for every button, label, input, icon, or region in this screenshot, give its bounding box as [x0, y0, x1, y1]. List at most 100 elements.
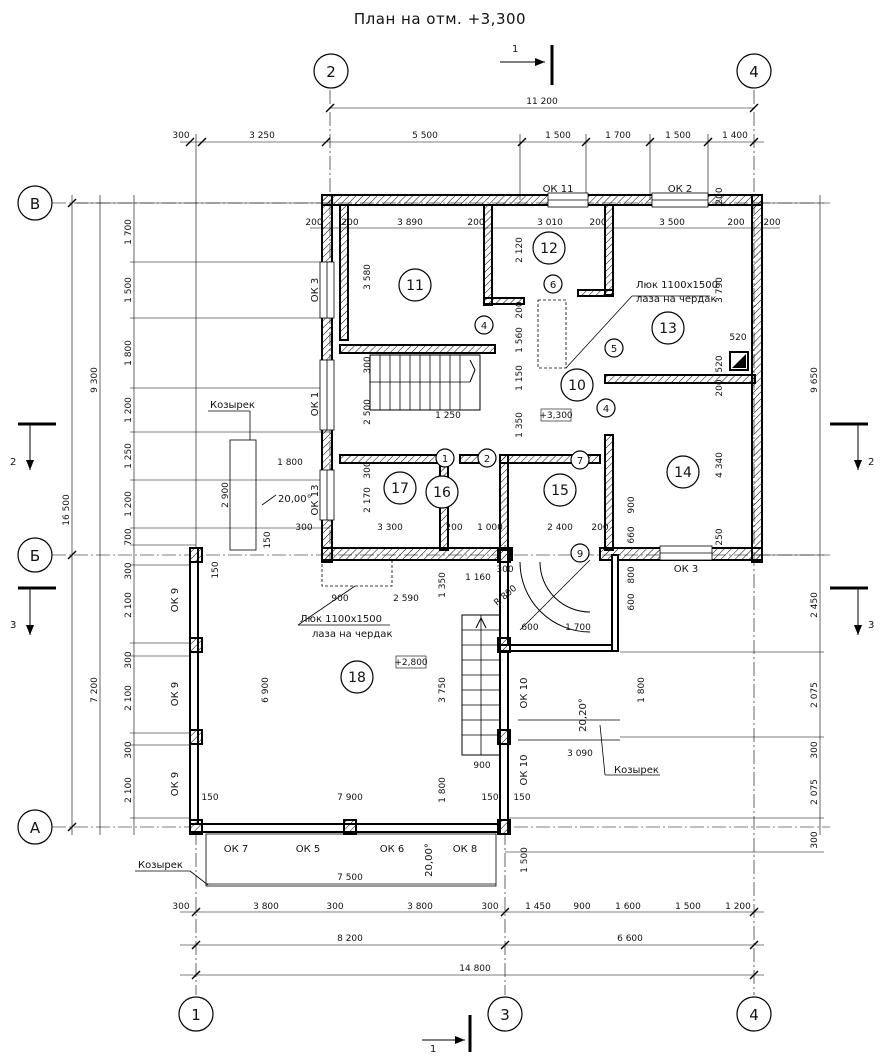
dim-150-e: 150	[513, 793, 530, 803]
drawing-title: План на отм. +3,300	[354, 10, 526, 28]
window-ok9a: ОК 9	[170, 588, 181, 613]
axis-label-b: Б	[30, 547, 40, 565]
dim-1500-canopy: 1 500	[520, 847, 530, 873]
room-labels: 11 12 13 10 14 15 16 17 18	[340, 231, 700, 694]
spiral-stair	[519, 559, 591, 633]
dim-1250: 1 250	[435, 411, 461, 421]
dim-3580: 3 580	[363, 264, 373, 290]
section-2-right-marker: 2	[830, 422, 874, 470]
dim-600-a: 600	[521, 623, 538, 633]
dim-inner-200c: 200	[467, 218, 484, 228]
dim-200-b: 200	[715, 187, 725, 204]
dim-left-1700: 1 700	[124, 219, 134, 245]
dim-left-16500: 16 500	[62, 494, 72, 526]
dim-bot-1500: 1 500	[675, 902, 701, 912]
window-ok9c: ОК 9	[170, 772, 181, 797]
dim-bot-300c: 300	[481, 902, 498, 912]
dim-bot-8200: 8 200	[337, 934, 363, 944]
dim-inner-3890: 3 890	[397, 218, 423, 228]
dim-top-1500a: 1 500	[545, 131, 571, 141]
dim-bot-900: 900	[573, 902, 590, 912]
window-ok3-bottom: ОК 3	[674, 564, 699, 575]
dim-inner-200b: 200	[341, 218, 358, 228]
dim-top-1400: 1 400	[722, 131, 748, 141]
window-ok13: ОК 13	[310, 485, 321, 516]
dim-150-d: 150	[481, 793, 498, 803]
axis-label-v: В	[30, 195, 40, 213]
dim-left-1500: 1 500	[124, 277, 134, 303]
section-3-left-marker: 3	[10, 586, 56, 635]
dim-2170: 2 170	[363, 487, 373, 513]
dim-left-300c: 300	[124, 741, 134, 758]
angle-label-2: 20,20°	[578, 698, 589, 732]
dim-right-300a: 300	[810, 741, 820, 758]
dim-inner-200f: 200	[763, 218, 780, 228]
hatch-label-2-line2: лаза на чердак	[312, 629, 392, 640]
dim-2120: 2 120	[515, 237, 525, 263]
dim-900-right: 900	[627, 496, 637, 513]
hatch-outline-upper	[321, 299, 567, 587]
room-15: 15	[551, 483, 569, 499]
door-9: 9	[577, 549, 583, 560]
dim-top-5500: 5 500	[412, 131, 438, 141]
window-ok5: ОК 5	[296, 844, 321, 855]
dim-1700-stair: 1 700	[565, 623, 591, 633]
dim-bot-300a: 300	[172, 902, 189, 912]
door-1: 1	[442, 454, 448, 465]
dim-left-9300: 9 300	[90, 367, 100, 393]
dim-3090: 3 090	[567, 749, 593, 759]
dim-1560: 1 560	[515, 327, 525, 353]
dim-left-1250: 1 250	[124, 443, 134, 469]
dim-250-right: 250	[715, 528, 725, 545]
dim-right-2075b: 2 075	[810, 779, 820, 805]
axis-marker-3-bottom: 3	[487, 996, 523, 1032]
dim-right-9650: 9 650	[810, 367, 820, 393]
dim-4340: 4 340	[715, 452, 725, 478]
section-2-left-marker: 2	[10, 422, 56, 470]
dim-300-col: 300	[295, 523, 312, 533]
window-ok3-left: ОК 3	[310, 278, 321, 303]
door-4b: 4	[603, 404, 609, 415]
section-2-left-label: 2	[10, 457, 16, 468]
axis-marker-a-left: А	[17, 809, 53, 845]
windows	[319, 192, 713, 561]
section-3-left-label: 3	[10, 620, 16, 631]
section-2-right-label: 2	[868, 457, 874, 468]
dim-2900: 2 900	[221, 482, 231, 508]
canopy-label-3: Козырек	[138, 860, 183, 871]
canopy-label-1: Козырек	[210, 400, 255, 411]
dimensions-top: 11 200 300 3 250 5 500 1 500 1 700 1 500…	[172, 97, 764, 545]
dim-2590: 2 590	[393, 594, 419, 604]
section-1-bottom-marker: 1	[422, 1015, 472, 1055]
dim-inner-200a: 200	[305, 218, 322, 228]
dim-1800-right: 1 800	[637, 677, 647, 703]
window-ok1: ОК 1	[310, 392, 321, 417]
dim-200-a: 200	[515, 301, 525, 318]
room-11: 11	[406, 278, 424, 294]
dim-200-bath: 200	[445, 523, 462, 533]
dim-3750: 3 750	[438, 677, 448, 703]
dim-inner-3500: 3 500	[659, 218, 685, 228]
dim-left-700: 700	[124, 528, 134, 545]
dim-bot-1600: 1 600	[615, 902, 641, 912]
hatch-label-2-line1: Люк 1100х1500	[300, 614, 382, 625]
dim-left-300a: 300	[124, 562, 134, 579]
dim-top-300: 300	[172, 131, 189, 141]
dim-150-b: 150	[211, 561, 221, 578]
dim-top-3250: 3 250	[249, 131, 275, 141]
section-1-top-marker: 1	[500, 44, 554, 85]
dim-right-2450: 2 450	[810, 592, 820, 618]
dim-7900: 7 900	[337, 793, 363, 803]
door-4a: 4	[481, 321, 487, 332]
dimensions-bottom: 300 3 800 300 3 800 300 1 450 900 1 600 …	[172, 902, 764, 980]
dim-900-stair: 900	[473, 761, 490, 771]
dim-top-1500b: 1 500	[665, 131, 691, 141]
dim-1350: 1 350	[515, 412, 525, 438]
canopies	[205, 439, 620, 887]
axis-marker-2-top: 2	[313, 53, 349, 89]
dim-left-1200b: 1 200	[124, 491, 134, 517]
window-ok11: ОК 11	[543, 184, 574, 195]
door-6: 6	[550, 280, 556, 291]
dim-left-300b: 300	[124, 651, 134, 668]
dim-top-1700: 1 700	[605, 131, 631, 141]
